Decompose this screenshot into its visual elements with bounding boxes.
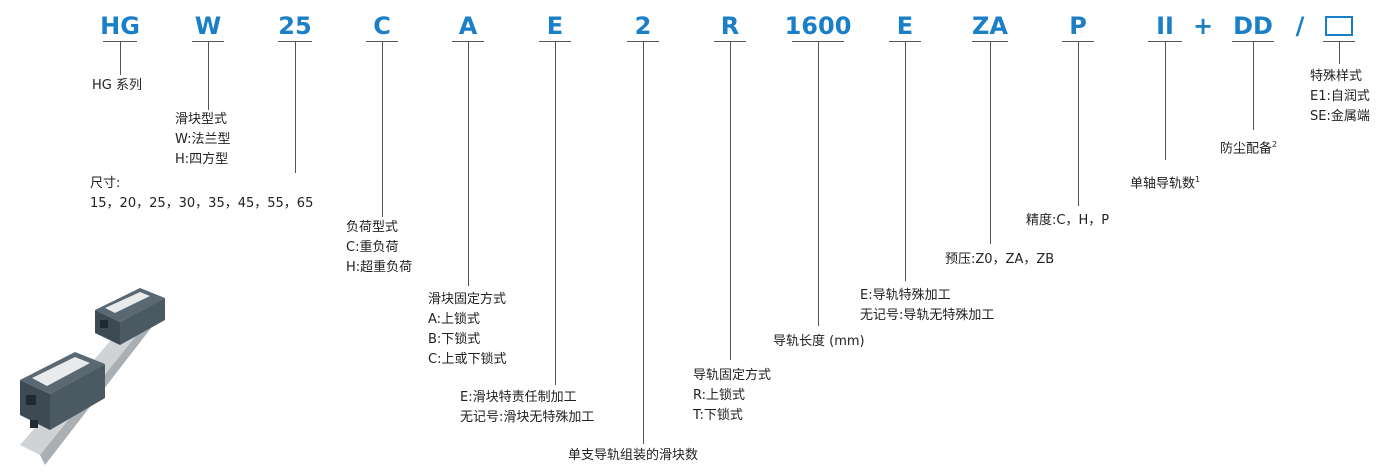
desc-line: 尺寸: — [90, 176, 121, 191]
code-hg: HG — [100, 12, 140, 40]
desc-line: 滑块型式 — [175, 112, 228, 127]
desc-block-special: E:滑块特责任制加工 无记号:滑块无特殊加工 — [460, 388, 594, 428]
desc-load: 负荷型式 C:重负荷 H:超重负荷 — [346, 218, 412, 278]
code-blocks-per-rail: 2 — [634, 12, 652, 40]
leader-special — [1339, 41, 1340, 64]
footnote-marker: 2 — [1272, 140, 1278, 149]
desc-rail-length: 导轨长度 (mm) — [773, 332, 865, 352]
footnote-marker: 1 — [1195, 175, 1201, 184]
leader-hg — [120, 41, 121, 75]
code-load: C — [373, 12, 391, 40]
desc-size: 尺寸: 15，20，25，30，35，45，55，65 — [90, 174, 313, 214]
desc-series-line: HG 系列 — [92, 78, 142, 93]
code-rail-length: 1600 — [784, 12, 852, 40]
desc-special: 特殊样式 E1:自润式 SE:金属端 — [1310, 67, 1370, 127]
desc-block-type: 滑块型式 W:法兰型 H:四方型 — [175, 110, 230, 170]
desc-blocks-per-rail: 单支导轨组装的滑块数 — [568, 446, 698, 466]
desc-line: SE:金属端 — [1310, 109, 1370, 124]
desc-line: 无记号:导轨无特殊加工 — [860, 308, 995, 323]
desc-line: 负荷型式 — [346, 220, 399, 235]
code-rails-per-axis: II — [1156, 12, 1174, 40]
desc-dust: 防尘配备2 — [1220, 135, 1277, 159]
desc-line: 精度:C，H，P — [1026, 213, 1110, 228]
desc-line: H:四方型 — [175, 152, 229, 167]
code-block-type: W — [194, 12, 222, 40]
code-block-special: E — [546, 12, 564, 40]
desc-rails-per-axis: 单轴导轨数1 — [1130, 170, 1200, 194]
desc-line: 预压:Z0，ZA，ZB — [945, 252, 1055, 267]
leader-precision — [1078, 41, 1079, 206]
code-preload: ZA — [972, 12, 1008, 40]
plus-separator: + — [1192, 12, 1214, 40]
desc-line: W:法兰型 — [175, 132, 231, 147]
desc-rail-special: E:导轨特殊加工 无记号:导轨无特殊加工 — [860, 286, 994, 326]
desc-line: 15，20，25，30，35，45，55，65 — [90, 196, 314, 211]
desc-line: 单轴导轨数 — [1130, 176, 1196, 192]
desc-line: 导轨长度 (mm) — [773, 334, 865, 349]
leader-preload — [990, 41, 991, 244]
desc-mounting: 滑块固定方式 A:上锁式 B:下锁式 C:上或下锁式 — [428, 290, 506, 370]
desc-preload: 预压:Z0，ZA，ZB — [945, 250, 1054, 270]
desc-line: E1:自润式 — [1310, 89, 1370, 104]
leader-rail-special — [905, 41, 906, 281]
desc-line: E:导轨特殊加工 — [860, 288, 951, 303]
leader-rail-fixing — [730, 41, 731, 360]
code-size: 25 — [278, 12, 312, 40]
desc-series: HG 系列 — [92, 76, 142, 96]
code-precision: P — [1069, 12, 1087, 40]
leader-rail-length — [818, 41, 819, 326]
slash-separator: / — [1295, 12, 1305, 40]
desc-line: 无记号:滑块无特殊加工 — [460, 410, 595, 425]
desc-rail-fixing: 导轨固定方式 R:上锁式 T:下锁式 — [693, 366, 771, 426]
desc-line: 滑块固定方式 — [428, 292, 507, 307]
desc-line: T:下锁式 — [693, 408, 743, 423]
desc-precision: 精度:C，H，P — [1026, 211, 1109, 231]
desc-line: 单支导轨组装的滑块数 — [568, 448, 699, 463]
desc-line: R:上锁式 — [693, 388, 746, 403]
desc-line: B:下锁式 — [428, 332, 481, 347]
leader-block-special — [555, 41, 556, 385]
leader-dust — [1253, 41, 1254, 130]
code-dust: DD — [1233, 12, 1273, 40]
desc-line: 防尘配备 — [1220, 141, 1273, 157]
special-code-box — [1325, 16, 1353, 36]
leader-rails-per-axis — [1165, 41, 1166, 160]
leader-size — [295, 41, 296, 173]
desc-line: 导轨固定方式 — [693, 368, 772, 383]
code-mounting: A — [458, 12, 478, 40]
desc-line: C:重负荷 — [346, 240, 399, 255]
desc-line: A:上锁式 — [428, 312, 481, 327]
linear-guide-product-icon — [20, 288, 165, 465]
code-rail-fixing: R — [720, 12, 740, 40]
desc-line: H:超重负荷 — [346, 260, 413, 275]
desc-line: C:上或下锁式 — [428, 352, 507, 367]
desc-line: 特殊样式 — [1310, 69, 1363, 84]
code-rail-special: E — [896, 12, 914, 40]
leader-blocks-per-rail — [643, 41, 644, 444]
leader-block-type — [208, 41, 209, 110]
leader-load — [382, 41, 383, 217]
leader-mounting — [468, 41, 469, 286]
desc-line: E:滑块特责任制加工 — [460, 390, 577, 405]
